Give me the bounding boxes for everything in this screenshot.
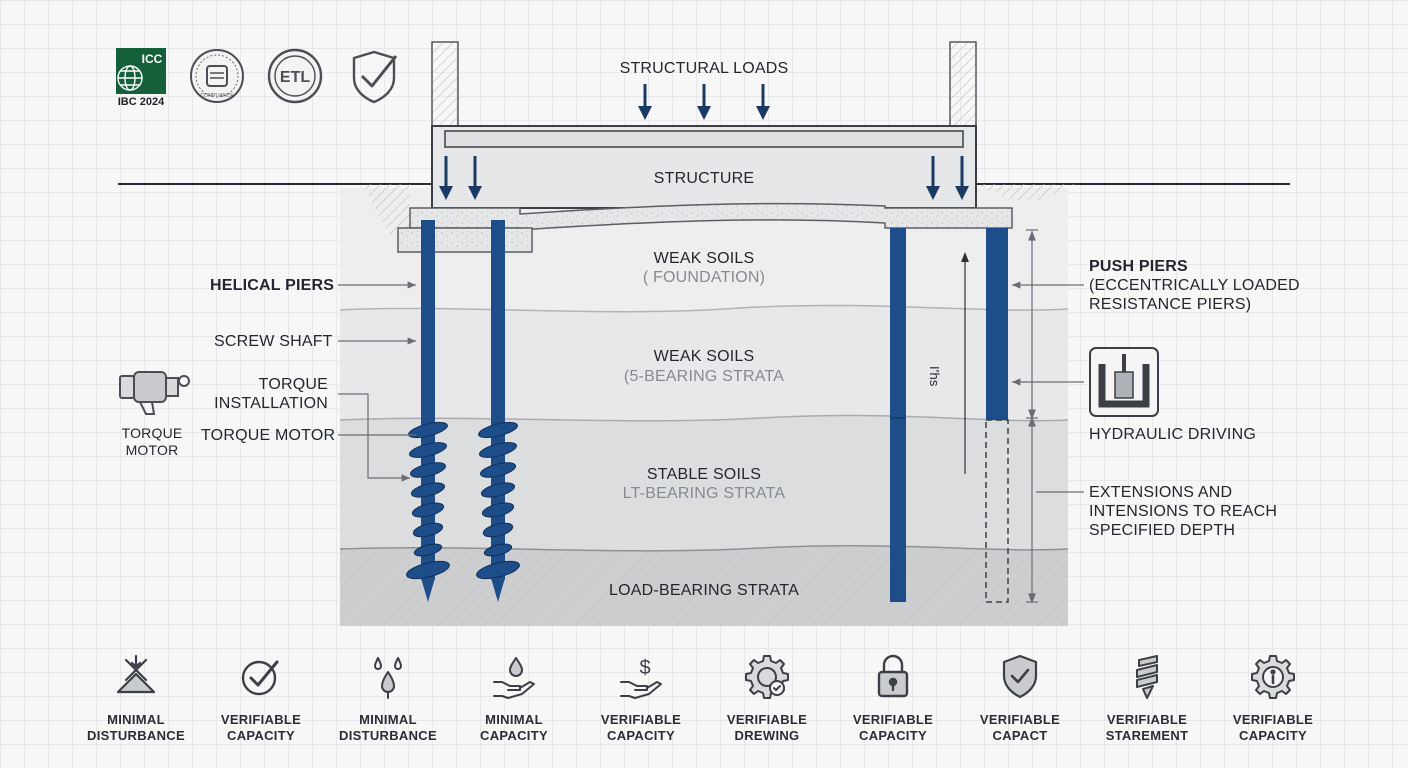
push-pier-left xyxy=(890,228,906,602)
shield-check-icon xyxy=(1002,654,1038,699)
seal-text: COMPLIANCE xyxy=(200,93,234,99)
right-wall xyxy=(949,41,977,129)
helical-pier-right xyxy=(476,220,520,602)
etl-label: ETL xyxy=(280,69,310,86)
load-arrow xyxy=(955,156,969,200)
load-arrow xyxy=(439,156,453,200)
helical-piers-label: HELICAL PIERS xyxy=(210,277,335,294)
depth-arrow xyxy=(961,252,969,474)
leader-lines xyxy=(338,281,1084,493)
dimension-line xyxy=(1026,229,1038,604)
push-piers-label: PUSH PIERS xyxy=(1089,258,1188,275)
shield-check-badge xyxy=(352,50,398,104)
weak-soils-sub-1: ( FOUNDATION) xyxy=(642,269,766,286)
minimal-disturbance-icon xyxy=(116,654,156,694)
compliance-seal: COMPLIANCE xyxy=(190,49,244,103)
icc-badge: ICC IBC 2024 xyxy=(116,48,166,108)
stable-soils-sub: LT-BEARING STRATA xyxy=(622,485,786,502)
left-wall xyxy=(431,41,459,129)
structural-loads-label: STRUCTURAL LOADS xyxy=(619,60,789,77)
weak-soils-sub-2: (5-BEARING STRATA xyxy=(623,368,785,385)
icc-label: ICC xyxy=(142,52,163,66)
stable-soils-label: STABLE SOILS xyxy=(646,466,762,483)
hand-dollar-icon: $ xyxy=(620,657,662,699)
water-drops-icon xyxy=(374,657,402,699)
helical-pier-left xyxy=(406,220,450,602)
pier-extension xyxy=(985,419,1009,603)
load-arrow xyxy=(697,84,711,120)
hydraulic-driving-icon xyxy=(1089,347,1159,417)
weak-soil-layer-2 xyxy=(340,305,1068,422)
hand-drop-icon xyxy=(493,657,535,699)
helical-screw-icon xyxy=(1136,655,1158,699)
ibc-label: IBC 2024 xyxy=(118,96,165,108)
etl-badge: ETL xyxy=(267,48,323,104)
torque-motor-label: TORQUE MOTOR xyxy=(201,427,336,444)
load-arrow xyxy=(638,84,652,120)
weak-soils-label-1: WEAK SOILS xyxy=(653,250,755,267)
load-arrow xyxy=(756,84,770,120)
structure-label: STRUCTURE xyxy=(653,170,755,187)
torque-motor-icon-label: TORQUE MOTOR xyxy=(121,425,183,458)
floor-beam xyxy=(444,130,964,148)
torque-motor-icon xyxy=(119,371,190,415)
depth-marker-label: I'hs xyxy=(927,366,942,387)
svg-text:$: $ xyxy=(639,657,650,679)
left-footing xyxy=(397,227,533,253)
load-arrow xyxy=(926,156,940,200)
gear-info-icon xyxy=(1251,655,1295,699)
weak-soils-label-2: WEAK SOILS xyxy=(653,348,755,365)
structure xyxy=(397,41,1013,253)
foundation-slab xyxy=(409,202,1013,231)
load-bearing-strata-label: LOAD-BEARING STRATA xyxy=(609,582,799,599)
torque-installation-label: TORQUE INSTALLATION xyxy=(214,376,328,412)
gear-check-icon xyxy=(745,655,789,699)
load-arrows xyxy=(439,84,969,200)
push-piers-sub: (ECCENTRICALLY LOADED RESISTANCE PIERS) xyxy=(1089,277,1300,313)
extensions-label: EXTENSIONS AND INTENSIONS TO REACH SPECI… xyxy=(1089,484,1278,539)
load-arrow xyxy=(468,156,482,200)
padlock-icon xyxy=(877,654,909,698)
stable-soil-layer xyxy=(340,415,1068,552)
screw-shaft-label: SCREW SHAFT xyxy=(214,333,333,350)
push-pier-right xyxy=(985,228,1009,603)
check-circle-icon xyxy=(241,660,279,696)
hydraulic-driving-label: HYDRAULIC DRIVING xyxy=(1089,426,1256,443)
